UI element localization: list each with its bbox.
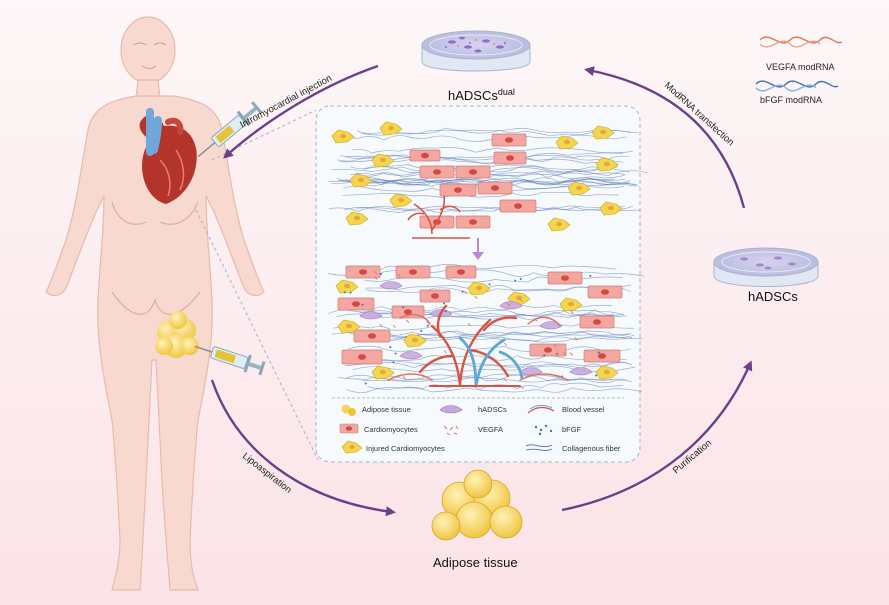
bfgf-icon <box>534 424 553 436</box>
dish-right-label: hADSCs <box>748 289 798 304</box>
blood-vessels-bottom <box>387 304 569 388</box>
injured-cardiomyocyte-icon <box>341 440 363 454</box>
heart-icon <box>139 108 197 204</box>
legend-label: VEGFA <box>478 425 503 434</box>
collagen-fiber-icon <box>525 444 553 451</box>
arrow-transfection <box>584 66 746 209</box>
legend-label: Adipose tissue <box>362 405 411 414</box>
bfgf-modrna-label: bFGF modRNA <box>760 95 822 105</box>
adipose-label: Adipose tissue <box>433 555 518 570</box>
legend-label: hADSCs <box>478 405 507 414</box>
vegfa-icon <box>443 425 459 436</box>
petri-dish-top-icon <box>421 30 531 72</box>
adipose-icon <box>341 404 356 416</box>
legend-label: Collagenous fiber <box>562 444 621 453</box>
arrow-purification <box>561 360 753 512</box>
blood-vessels-top <box>407 195 470 239</box>
legend-label: Cardiomyocytes <box>364 425 418 434</box>
repaired-myocardium <box>335 265 623 390</box>
legend-label: Blood vessel <box>562 405 605 414</box>
human-body <box>45 16 265 591</box>
vegfa-modrna-icon <box>759 36 843 48</box>
bfgf-modrna-icon <box>755 80 839 92</box>
petri-dish-right-icon <box>713 247 819 287</box>
legend-label: bFGF <box>562 425 582 434</box>
legend-label: Injured Cardiomyocytes <box>366 444 445 453</box>
legend: Adipose tissue hADSCs Blood vessel Cardi… <box>339 404 621 454</box>
adipose-tissue-icon <box>431 469 523 541</box>
dish-top-label: hADSCsdual <box>448 87 515 103</box>
cardiomyocyte-icon <box>339 423 359 434</box>
syringe-fat-icon <box>194 345 266 376</box>
arrow-injection <box>223 64 379 159</box>
abdomen-fat-icon <box>155 311 199 358</box>
vegfa-modrna-label: VEGFA modRNA <box>766 62 835 72</box>
arrow-lipo <box>210 379 396 517</box>
arrow-transfection-label: ModRNA transfection <box>662 80 736 148</box>
syringe-heart-icon <box>197 101 263 158</box>
blood-vessel-icon <box>527 405 555 414</box>
injured-myocardium <box>331 121 623 232</box>
hadsc-icon <box>439 405 463 414</box>
